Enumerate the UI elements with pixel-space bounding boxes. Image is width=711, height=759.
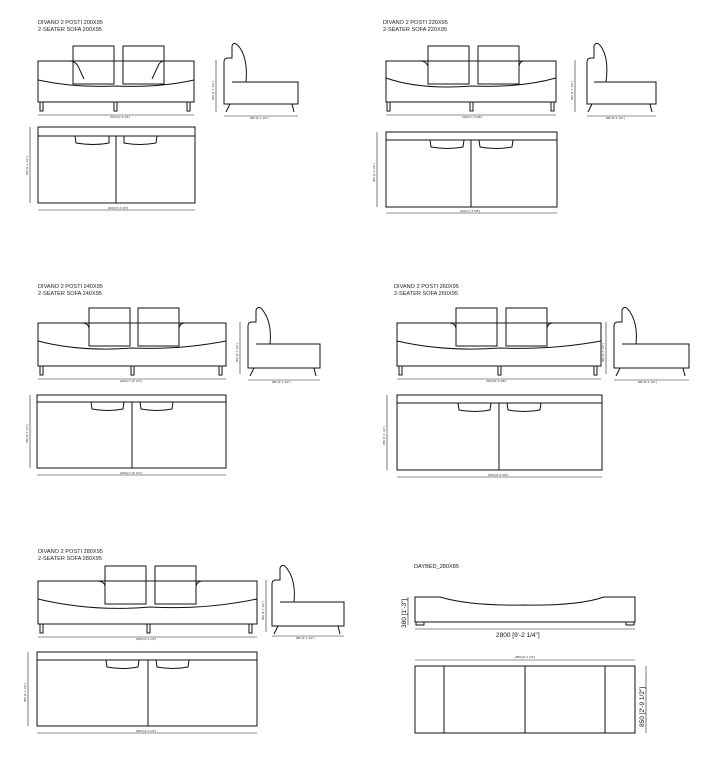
sofa-260-front-width-dim: 2600 [8'-6 3/8"]: [486, 379, 506, 383]
daybed-title: DAYBED_280X85: [414, 564, 459, 570]
sofa-280-top-depth-dim: 950 [3'-1 1/2"]: [23, 683, 27, 702]
sofa-200-front-view: 2000 [6'-6 3/4"]: [37, 45, 195, 119]
sofa-280-front-view: 2800 [9'-2 1/4"]: [37, 565, 258, 641]
daybed-width-dim: 2800 [9'-2 1/4"]: [496, 632, 540, 639]
sofa-220-front-view: 2200 [7'-2 5/8"]: [385, 45, 557, 119]
sofa-220-top-view: 950 [3'-1 1/2"] 2200 [7'-2 5/8"]: [372, 131, 558, 214]
sofa-260-side-view: 800 [2'-7 1/2"] 950 [3'-1 1/2"]: [601, 306, 690, 384]
sofa-240-side-height-dim: 800 [2'-7 1/2"]: [235, 343, 239, 362]
sofa-220-side-depth-dim: 950 [3'-1 1/2"]: [606, 116, 625, 120]
sofa-240-block: DIVANO 2 POSTI 240X95 2-SEATER SOFA 240X…: [25, 284, 321, 476]
daybed-height-dim: 380 [1'-3"]: [401, 599, 408, 628]
daybed-top-view: 2800 [9'-2 1/4"] 850 [2'-9 1/2"]: [414, 655, 647, 734]
sofa-240-title-en: 2-SEATER SOFA 240X95: [38, 291, 102, 297]
daybed-top-width-dim: 2800 [9'-2 1/4"]: [515, 655, 535, 659]
sofa-260-top-view: 950 [3'-1 1/2"] 2600 [8'-6 3/8"]: [382, 394, 603, 478]
sofa-200-title-en: 2-SEATER SOFA 200X95: [38, 27, 102, 33]
sofa-280-top-width-dim: 2800 [9'-2 1/4"]: [136, 729, 156, 733]
sofa-260-top-depth-dim: 950 [3'-1 1/2"]: [382, 426, 386, 445]
sofa-280-side-height-dim: 800 [2'-7 1/2"]: [261, 601, 265, 620]
sofa-220-side-view: 800 [2'-7 1/2"] 950 [3'-1 1/2"]: [570, 42, 657, 120]
sofa-200-side-height-dim: 800 [2'-7 1/2"]: [211, 81, 215, 100]
sofa-240-top-view: 950 [3'-1 1/2"] 2400 [7'-10 1/2"]: [25, 394, 227, 476]
sofa-200-top-view: 950 [3'-1 1/2"] 2000 [6'-6 3/4"]: [25, 126, 196, 211]
sofa-260-title-en: 2-SEATER SOFA 260X95: [394, 291, 458, 297]
sofa-240-side-depth-dim: 950 [3'-1 1/2"]: [272, 380, 291, 384]
sofa-240-front-view: 2400 [7'-10 1/2"]: [37, 307, 227, 383]
sofa-280-top-view: 950 [3'-1 1/2"] 2800 [9'-2 1/4"]: [23, 651, 258, 734]
sofa-280-front-width-dim: 2800 [9'-2 1/4"]: [136, 637, 156, 641]
sofa-200-block: DIVANO 2 POSTI 200X95 2-SEATER SOFA 200X…: [25, 20, 299, 211]
daybed-front-view: 380 [1'-3"] 2800 [9'-2 1/4"]: [401, 596, 636, 639]
sofa-200-top-width-dim: 2000 [6'-6 3/4"]: [108, 206, 128, 210]
sofa-220-front-width-dim: 2200 [7'-2 5/8"]: [462, 115, 482, 119]
sofa-260-block: DIVANO 2 POSTI 260X95 2-SEATER SOFA 260X…: [382, 284, 690, 478]
sofa-220-top-width-dim: 2200 [7'-2 5/8"]: [460, 209, 480, 213]
sofa-240-title-it: DIVANO 2 POSTI 240X95: [38, 284, 103, 290]
sofa-200-side-depth-dim: 950 [3'-1 1/2"]: [250, 116, 269, 120]
sofa-260-top-width-dim: 2600 [8'-6 3/8"]: [488, 473, 508, 477]
sofa-240-side-view: 800 [2'-7 1/2"] 950 [3'-1 1/2"]: [235, 306, 321, 384]
sofa-200-title-it: DIVANO 2 POSTI 200X95: [38, 20, 103, 26]
sofa-220-block: DIVANO 2 POSTI 220X95 2-SEATER SOFA 220X…: [372, 20, 657, 214]
sofa-280-side-view: 800 [2'-7 1/2"] 950 [3'-1 1/2"]: [261, 564, 345, 640]
sofa-220-title-it: DIVANO 2 POSTI 220X95: [383, 20, 448, 26]
sofa-280-title-en: 2-SEATER SOFA 280X95: [38, 556, 102, 562]
back-cushion-left: [72, 45, 115, 85]
back-cushion-right: [122, 45, 165, 85]
sofa-280-side-depth-dim: 950 [3'-1 1/2"]: [296, 636, 315, 640]
sofa-200-side-view: 800 [2'-7 1/2"] 950 [3'-1 1/2"]: [211, 42, 299, 120]
sofa-200-top-depth-dim: 950 [3'-1 1/2"]: [25, 156, 29, 175]
sofa-240-top-depth-dim: 950 [3'-1 1/2"]: [25, 424, 29, 443]
sofa-220-title-en: 2-SEATER SOFA 220X95: [383, 27, 447, 33]
daybed-block: DAYBED_280X85 380 [1'-3"] 2800 [9'-2 1/4…: [401, 564, 647, 734]
sofa-260-side-height-dim: 800 [2'-7 1/2"]: [601, 343, 605, 362]
sofa-220-side-height-dim: 800 [2'-7 1/2"]: [570, 81, 574, 100]
sofa-220-top-depth-dim: 950 [3'-1 1/2"]: [372, 163, 376, 182]
sofa-200-front-width-dim: 2000 [6'-6 3/4"]: [110, 115, 130, 119]
daybed-depth-dim: 850 [2'-9 1/2"]: [639, 687, 646, 727]
sofa-240-front-width-dim: 2400 [7'-10 1/2"]: [120, 379, 142, 383]
sofa-260-title-it: DIVANO 2 POSTI 260X95: [394, 284, 459, 290]
sofa-260-front-view: 2600 [8'-6 3/8"]: [396, 307, 602, 383]
sofa-280-block: DIVANO 2 POSTI 280X95 2-SEATER SOFA 280X…: [23, 549, 345, 734]
sofa-280-title-it: DIVANO 2 POSTI 280X95: [38, 549, 103, 555]
sofa-260-side-depth-dim: 950 [3'-1 1/2"]: [638, 380, 657, 384]
sofa-240-top-width-dim: 2400 [7'-10 1/2"]: [120, 471, 142, 475]
